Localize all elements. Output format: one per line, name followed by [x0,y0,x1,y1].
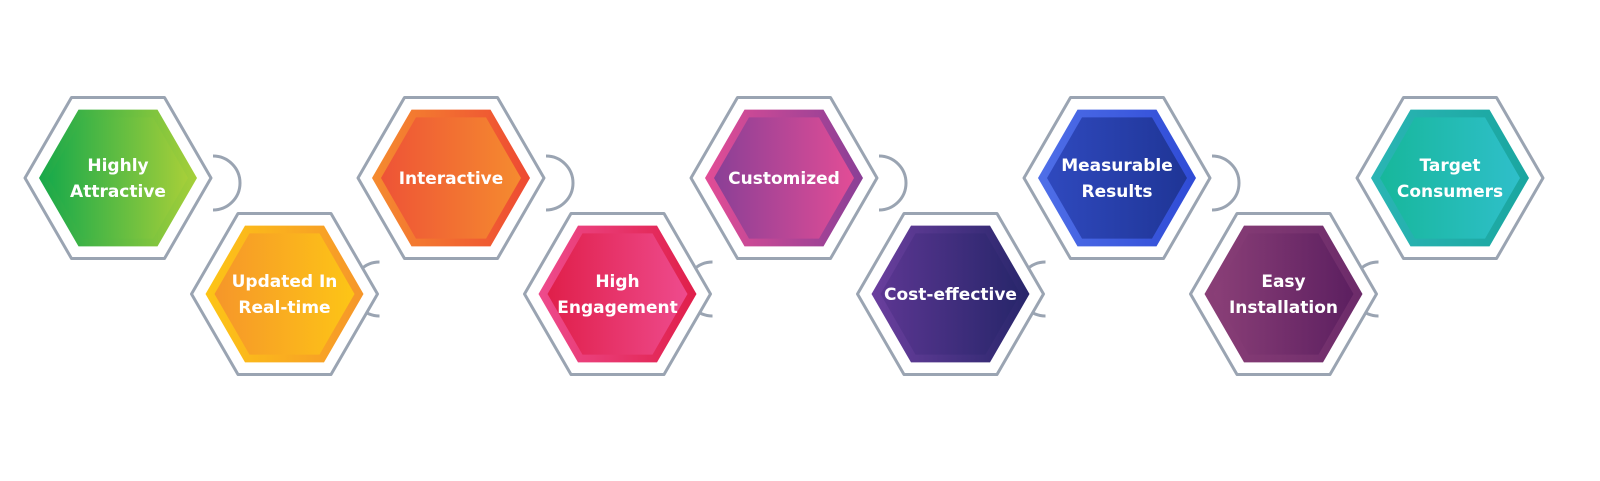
hex-fill [880,233,1021,355]
hex-label-customized-line-1: Customized [728,169,840,189]
hex-label-measurable-results-line-1: Measurable [1061,156,1173,176]
hex-label-easy-installation-line-1: Easy [1261,272,1305,292]
hex-label-updated-in-real-time-line-1: Updated In [232,272,338,292]
hex-label-interactive-line-1: Interactive [399,169,504,189]
connector-arc [545,154,575,212]
hex-fill [1380,117,1520,239]
hex-label-updated-in-real-time-line-2: Real-time [238,298,330,318]
hex-label-highly-attractive-line-2: Attractive [70,182,166,202]
hex-label-target-consumers-line-1: Target [1419,156,1480,176]
hex-fill [714,117,854,239]
hex-label-cost-effective-line-1: Cost-effective [884,285,1017,305]
hex-fill [214,233,355,355]
hex-node-customized: Customized [689,95,879,261]
hex-fill [48,117,188,239]
hex-fill [1213,233,1354,355]
hex-label-highly-attractive-line-1: Highly [87,156,148,176]
connector-arc [212,154,242,212]
hex-node-updated-in-real-time: Updated In Real-time [190,211,379,377]
hex-label-high-engagement-line-1: High [595,272,639,292]
hex-node-cost-effective: Cost-effective [856,211,1045,377]
hex-label-high-engagement-line-2: Engagement [557,298,678,318]
hex-label-target-consumers-line-2: Consumers [1397,182,1503,202]
hex-fill [381,117,521,239]
connector-arc [878,154,908,212]
hex-label-easy-installation-line-2: Installation [1229,298,1338,318]
hex-node-interactive: Interactive [356,95,546,261]
hex-label-measurable-results-line-2: Results [1082,182,1153,202]
hex-fill [547,233,688,355]
hex-fill [1047,117,1187,239]
connector-arc [1211,154,1241,212]
